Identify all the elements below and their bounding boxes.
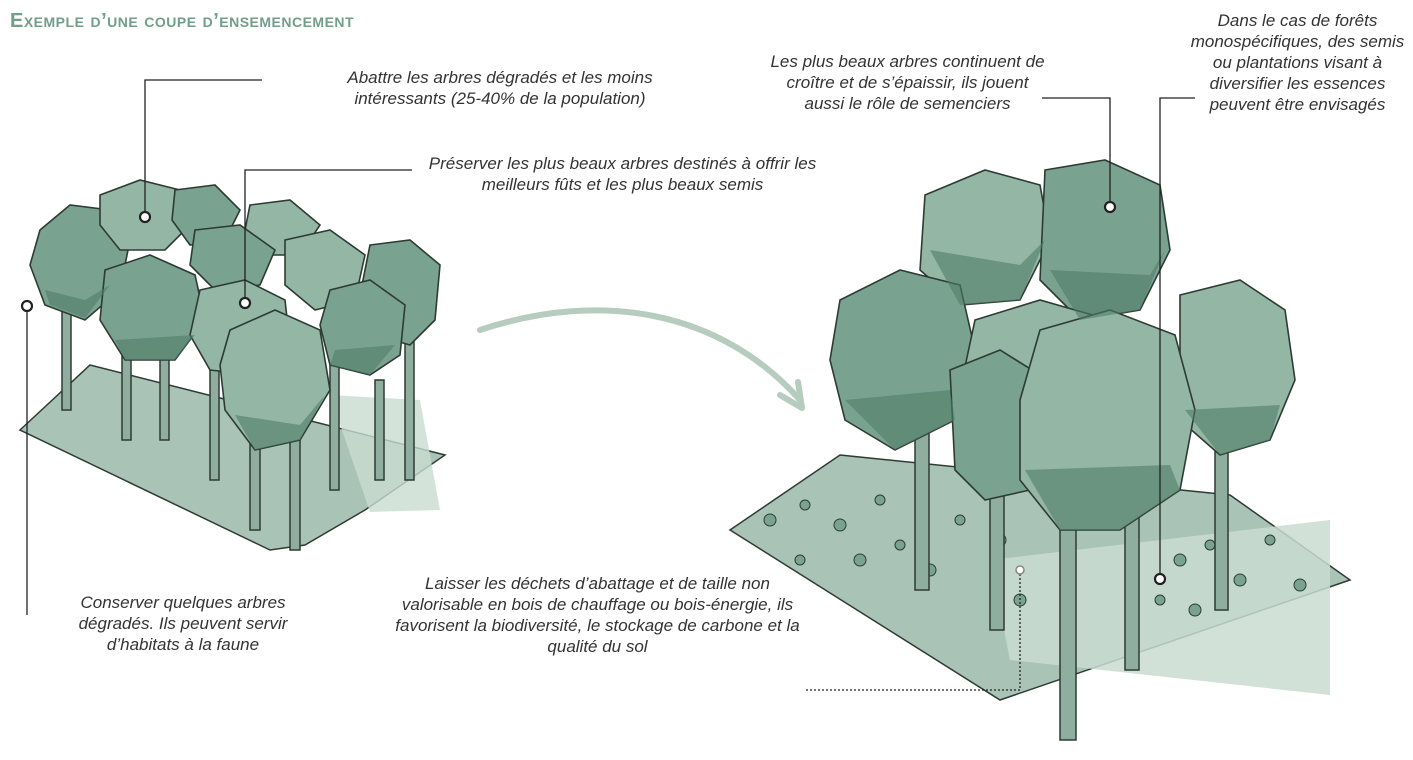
- annotation-beaux-arbres: Les plus beaux arbres continuent de croî…: [770, 52, 1045, 113]
- annotation-preserver: Préserver les plus beaux arbres destinés…: [428, 154, 817, 194]
- annotation-monospecifiques: Dans le cas de forêts monospécifiques, d…: [1190, 11, 1405, 114]
- annotation-dechets: Laisser les déchets d’abattage et de tai…: [395, 574, 800, 656]
- arrow-head: [777, 379, 805, 411]
- marker-conserver: [20, 299, 34, 313]
- annotation-conserver: Conserver quelques arbres dégradés. Ils …: [78, 593, 288, 654]
- leader-beaux: [1042, 97, 1111, 207]
- right-crown-shading: [845, 240, 1280, 530]
- marker-abattre: [138, 210, 152, 224]
- left-crown-shading: [45, 285, 395, 450]
- leader-dechets: [805, 570, 1021, 691]
- marker-dechets: [1015, 565, 1025, 575]
- right-trunks: [914, 419, 1229, 741]
- diagram-title: Exemple d’une coupe d’ensemencement: [10, 10, 355, 32]
- leader-preserver: [244, 169, 412, 303]
- leader-mono: [1159, 97, 1195, 579]
- marker-beaux: [1103, 200, 1117, 214]
- transition-arrow: [477, 307, 803, 403]
- left-forest-scene: [18, 179, 447, 551]
- right-forest-scene: [728, 159, 1352, 741]
- marker-mono: [1153, 572, 1167, 586]
- leader-abattre: [144, 79, 262, 217]
- leader-markers: [20, 200, 1167, 586]
- leader-lines: [26, 79, 1195, 691]
- marker-preserver: [238, 296, 252, 310]
- annotation-abattre: Abattre les arbres dégradés et les moins…: [347, 68, 653, 108]
